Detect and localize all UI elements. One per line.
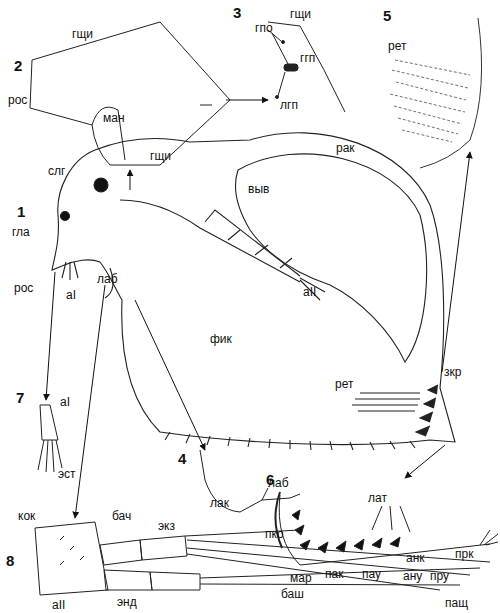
arrow-to-7 <box>46 272 55 400</box>
part-label: аII <box>303 286 316 299</box>
part-label: слг <box>48 165 65 178</box>
ventral-setae <box>165 432 415 450</box>
callout-number: 3 <box>233 5 241 21</box>
antennule-body <box>40 405 58 440</box>
postabdominal-setae <box>480 530 498 545</box>
part-label: ман <box>103 112 125 125</box>
labrum-outline <box>200 450 300 512</box>
arrow-to-5 <box>442 152 470 372</box>
antenna-segments <box>228 230 325 300</box>
swimming-setae <box>185 530 490 590</box>
part-label: рет <box>388 40 406 53</box>
part-label: лак <box>210 497 229 510</box>
head-shield-edge <box>268 22 345 112</box>
leader-line <box>262 488 268 500</box>
main-pore <box>284 64 298 71</box>
antennule <box>62 262 78 280</box>
callout-number: 6 <box>266 472 274 488</box>
part-label: мар <box>290 572 312 585</box>
pore-mark <box>200 105 212 106</box>
antenna-ii <box>120 200 300 282</box>
part-label: ану <box>403 570 422 583</box>
part-label: прк <box>455 548 473 561</box>
ocellus <box>61 212 70 221</box>
callout-number: 8 <box>6 553 14 569</box>
part-label: пащ <box>445 597 468 610</box>
part-label: рос <box>14 282 33 295</box>
inset-3 <box>268 22 345 112</box>
part-label: аI <box>66 289 76 302</box>
callout-number: 7 <box>16 390 24 406</box>
part-label: ггп <box>300 52 315 65</box>
part-label: эст <box>58 468 76 481</box>
part-label: пру <box>430 570 449 583</box>
head-shield-outline <box>30 22 230 165</box>
arrow-to-8 <box>75 285 105 518</box>
leader-lines <box>372 506 410 532</box>
callout-number: 5 <box>383 8 391 24</box>
part-label: гщи <box>150 150 171 163</box>
part-label: баш <box>281 588 304 601</box>
reticulation-lines <box>352 393 420 411</box>
part-label: гпо <box>255 22 273 35</box>
main-body <box>52 133 455 450</box>
endopodite-segments <box>104 570 200 590</box>
part-label: пко <box>265 528 284 541</box>
part-label: лгп <box>280 99 298 112</box>
inset-2 <box>30 22 230 165</box>
part-label: выв <box>248 183 269 196</box>
part-label: фик <box>210 333 232 346</box>
compound-eye <box>94 178 108 192</box>
part-label: бач <box>112 510 131 523</box>
leader-lines <box>268 30 288 96</box>
part-label: пау <box>362 568 381 581</box>
pore-dot <box>282 41 285 44</box>
part-label: лат <box>368 492 387 505</box>
inset-8 <box>35 522 490 595</box>
inset-7 <box>38 405 62 472</box>
spinules <box>60 536 84 565</box>
arrow-to-6 <box>405 445 445 478</box>
arrow-to-4 <box>135 300 205 450</box>
part-label: аI <box>60 396 70 409</box>
arrow-to-3 <box>226 100 268 101</box>
brood-chamber <box>236 154 427 362</box>
inset-4 <box>200 450 300 512</box>
part-label: рос <box>8 94 27 107</box>
arrow-to-2 <box>130 170 131 190</box>
part-label: рак <box>336 142 355 155</box>
carapace-outline <box>52 133 455 445</box>
part-label: аII <box>52 599 65 612</box>
part-label: экз <box>158 520 175 533</box>
callout-number: 1 <box>17 204 25 220</box>
exopodite-segments <box>100 536 187 565</box>
antenna-basipodite <box>35 522 108 595</box>
part-label: гла <box>12 226 30 239</box>
reticulation-hatching <box>390 60 470 142</box>
part-label: зкр <box>444 366 461 379</box>
valve-margin <box>420 18 482 168</box>
part-label: рет <box>335 378 353 391</box>
mandible-outline <box>92 107 125 160</box>
callout-number: 2 <box>14 58 22 74</box>
part-label: лаб <box>97 273 118 286</box>
inset-arrows <box>46 100 470 518</box>
part-label: энд <box>117 596 137 609</box>
part-label: гщи <box>72 28 93 41</box>
anal-denticles <box>292 510 400 553</box>
callout-number: 4 <box>178 451 186 467</box>
part-label: гщи <box>290 8 311 21</box>
part-label: анк <box>406 552 425 565</box>
part-label: кок <box>18 510 35 523</box>
part-label: пак <box>325 568 343 581</box>
